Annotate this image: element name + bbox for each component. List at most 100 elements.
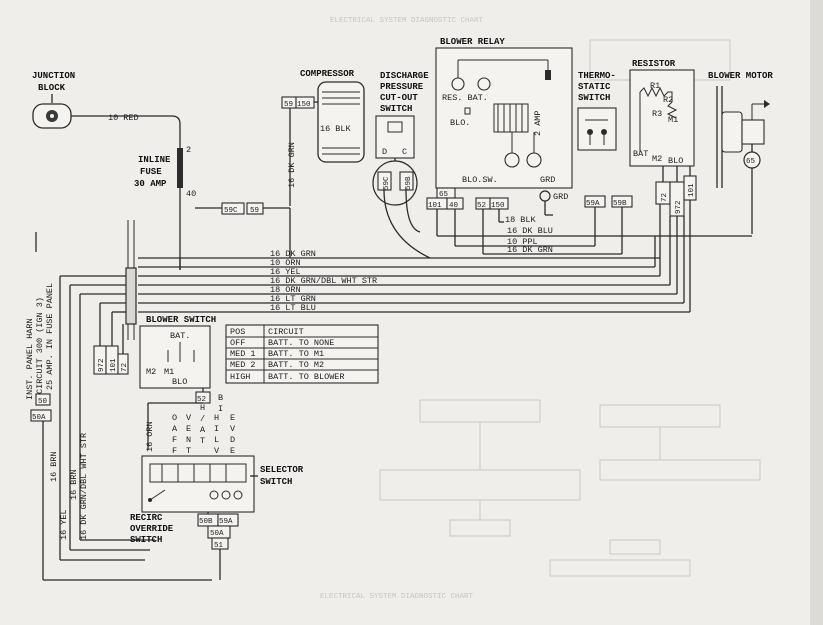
fuse-pin-bottom: 40: [186, 189, 196, 199]
wire-16-dk-grn-relay: 16 DK GRN: [507, 245, 553, 255]
connector-grd-label: GRD: [553, 192, 568, 202]
compressor-pin-a-label: 59: [284, 101, 293, 109]
connector-59a-label: 59A: [586, 200, 600, 208]
blower-relay: BLOWER RELAY RES. BAT. BLO. 2 AMP BLO.SW…: [435, 37, 573, 189]
panel-connector-50a: 50A: [32, 414, 46, 422]
thermostatic-switch: THERMO- STATIC SWITCH: [577, 71, 617, 151]
recirc-label-1: RECIRC: [130, 513, 163, 523]
connector-40-label: 40: [449, 202, 459, 210]
connector-59c-59: 59C 59: [195, 202, 290, 215]
relay-grd: GRD: [540, 175, 555, 185]
blower-switch-body: [139, 325, 211, 389]
connector-101b: 101: [688, 183, 696, 197]
relay-connectors: 65 101 40 52 150 GRD 59A 59B 18 BLK: [426, 187, 633, 225]
sel-c3-r3: V: [214, 446, 220, 456]
blower-switch-pin-52: 52: [197, 396, 206, 404]
switch-position-table: POS CIRCUIT OFF BATT. TO NONE MED 1 BATT…: [225, 324, 379, 384]
selector-column-letters: O A F F V E N T H / A T H I L V B I E V …: [172, 393, 236, 456]
sel-c2-r3: T: [200, 436, 205, 446]
harness-10-orn: 10 ORN: [270, 258, 301, 268]
recirc-connector-51: 51: [214, 542, 224, 550]
instrument-panel-harness: INST. PANEL HARN CIRCUIT 300 (IGN 3) 25 …: [25, 232, 212, 581]
panel-harness-label-3: 25 AMP. IN FUSE PANEL: [45, 283, 55, 390]
compressor-wire-16-blk: 16 BLK: [320, 124, 352, 134]
recirc-connector-59a: 59A: [219, 518, 233, 526]
sel-c2-r1: /: [200, 414, 205, 424]
resistor-m1: M1: [668, 115, 678, 125]
resistor-body: [629, 69, 695, 167]
resistor-connectors: 72 972 101: [655, 166, 697, 217]
cutout-label-c: C: [402, 147, 407, 157]
sel-c2-r2: A: [200, 425, 206, 435]
wire-10-ppl: 10 PPL: [507, 237, 538, 247]
sel-c3-r2: L: [214, 435, 219, 445]
wire-18-blk: 18 BLK: [505, 215, 537, 225]
blower-motor-pin-label: 65: [746, 158, 756, 166]
sel-c4-r0: B: [218, 393, 223, 403]
connector-72: 72: [661, 193, 669, 202]
sel-c4-r3: V: [230, 424, 236, 434]
resistor-label: RESISTOR: [632, 59, 676, 69]
wire-16-brn-left-2: 16 BRN: [69, 469, 79, 500]
table-row-3-pos: MED 2: [230, 360, 256, 370]
wire-16-dk-blu: 16 DK BLU: [507, 226, 553, 236]
selector-label-2: SWITCH: [260, 477, 292, 487]
sel-c0-r0: O: [172, 413, 177, 423]
sel-c2-r0: H: [200, 403, 205, 413]
recirc-label-2: OVERRIDE: [130, 524, 174, 534]
compressor-label: COMPRESSOR: [300, 69, 355, 79]
harness-connector-block: [125, 267, 137, 325]
recirc-label-3: SWITCH: [130, 535, 162, 545]
panel-harness-label-1: INST. PANEL HARN: [25, 318, 35, 400]
recirc-connector-50a: 50A: [210, 530, 224, 538]
connector-59c-label: 59C: [224, 207, 238, 215]
harness-16-dk-grn: 16 DK GRN: [270, 249, 316, 259]
table-row-1-pos: OFF: [230, 338, 245, 348]
cutout-label-2: PRESSURE: [380, 82, 424, 92]
connector-65-relay: 65: [439, 191, 449, 199]
fuse-label-2: FUSE: [140, 167, 162, 177]
wire-16-brn-left: 16 BRN: [49, 451, 59, 482]
resistor-blo: BLO: [668, 156, 683, 166]
sel-c0-r2: F: [172, 435, 177, 445]
wire-10-red: 10 RED: [108, 113, 139, 123]
harness-16-lt-blu: 16 LT BLU: [270, 303, 316, 313]
sel-c5-r1: E: [230, 446, 235, 456]
panel-harness-label-2: CIRCUIT 300 (IGN 3): [35, 297, 45, 394]
sel-c4-r1: I: [218, 404, 223, 414]
harness-16-lt-grn: 16 LT GRN: [270, 294, 316, 304]
table-row-2-pos: MED 1: [230, 349, 256, 359]
table-header-pos: POS: [230, 327, 245, 337]
blower-motor-label: BLOWER MOTOR: [708, 71, 773, 81]
fuse-label-1: INLINE: [138, 155, 171, 165]
cutout-label-3: CUT-OUT: [380, 93, 418, 103]
fuse-label-3: 30 AMP: [134, 179, 167, 189]
blower-switch-blo: BLO: [172, 377, 187, 387]
blower-switch-m2: M2: [146, 367, 156, 377]
relay-blo: BLO.: [450, 118, 470, 128]
blower-motor: BLOWER MOTOR 65: [708, 71, 773, 234]
connector-972: 972: [675, 200, 683, 214]
blower-switch-bat: BAT.: [170, 331, 190, 341]
table-row-3-circuit: BATT. TO M2: [268, 360, 324, 370]
sel-c5-r0: D: [230, 435, 235, 445]
resistor-m2: M2: [652, 154, 662, 164]
wire-16-dk-grn-str-left: 16 DK GRN/DBL WHT STR: [79, 433, 89, 540]
thermo-label-3: SWITCH: [578, 93, 610, 103]
bleed-through-ghost: ELECTRICAL SYSTEM DIAGNOSTIC CHART ELECT…: [320, 17, 761, 601]
resistor-r2: R2: [663, 95, 673, 105]
connector-59b-label: 59B: [613, 200, 627, 208]
selector-switch-body: [141, 455, 255, 513]
panel-connector-72: 72: [121, 363, 129, 372]
fuse-pin-top: 2: [186, 145, 191, 155]
inline-fuse: 2 40 INLINE FUSE 30 AMP: [134, 115, 196, 270]
blower-relay-label: BLOWER RELAY: [440, 37, 505, 47]
compressor-clutch-icon: [317, 81, 365, 163]
resistor-r3: R3: [652, 109, 662, 119]
sel-c3-r1: I: [214, 424, 219, 434]
sel-c0-r1: A: [172, 424, 178, 434]
cutout-label-1: DISCHARGE: [380, 71, 429, 81]
cutout-pin-right: 59B: [405, 176, 413, 190]
